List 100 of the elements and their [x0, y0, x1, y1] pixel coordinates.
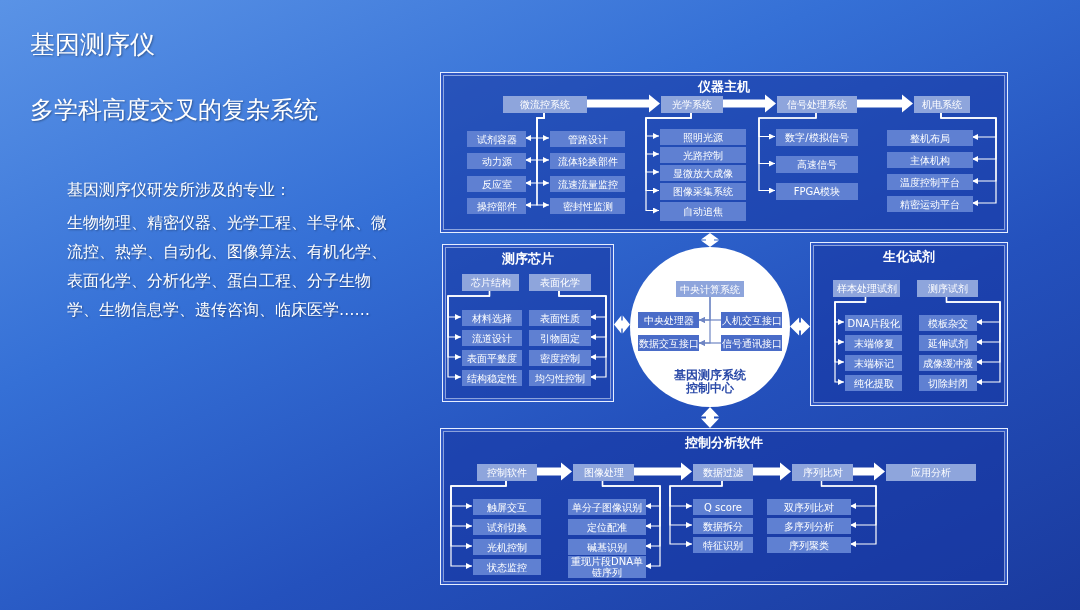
item-box: 显微放大成像 [660, 165, 746, 181]
item-box: DNA片段化 [845, 315, 902, 331]
block-arrow [856, 94, 913, 113]
arrow [669, 479, 723, 547]
item-box: 材料选择 [462, 310, 522, 326]
block-arrow [536, 462, 572, 481]
item-box: 状态监控 [473, 559, 541, 575]
module-box: 中央计算系统 [676, 281, 744, 297]
module-panel [810, 242, 1008, 406]
item-box: 照明光源 [660, 129, 746, 145]
module-box: 机电系统 [914, 96, 970, 113]
item-box: 结构稳定性 [462, 370, 522, 386]
module-box: 芯片结构 [462, 274, 519, 291]
arrow [558, 289, 607, 380]
item-box: 操控部件 [467, 198, 526, 214]
item-box: 碱基识别 [568, 539, 646, 555]
item-box: 多序列分析 [767, 518, 851, 534]
item-box: 延伸试剂 [919, 335, 977, 351]
item-box: 中央处理器 [638, 312, 699, 328]
panel-heading: 控制分析软件 [684, 434, 764, 452]
module-box: 应用分析 [886, 464, 976, 481]
module-box: 测序试剂 [917, 280, 978, 297]
block-arrow [701, 233, 719, 247]
item-box: 触屏交互 [473, 499, 541, 515]
block-arrow [633, 462, 692, 481]
module-panel [440, 428, 1008, 585]
item-box: 序列聚类 [767, 537, 851, 553]
module-box: 信号处理系统 [777, 96, 857, 113]
item-box: 光机控制 [473, 539, 541, 555]
item-box: 流体轮换部件 [550, 153, 625, 169]
block-arrow [790, 317, 810, 336]
block-arrow [722, 94, 776, 113]
arrow [698, 340, 722, 346]
item-box: 光路控制 [660, 147, 746, 163]
item-box: 密度控制 [529, 350, 591, 366]
item-box: 高速信号 [776, 156, 858, 173]
module-box: 控制软件 [477, 464, 537, 481]
item-box: 重现片段DNA单链序列 [568, 556, 646, 578]
discipline-list: 生物物理、精密仪器、光学工程、半导体、微流控、热学、自动化、图像算法、有机化学、表面化学、分析化学、蛋白工程、分子生物学、生物信息学、遗传咨询、临床医学…… [67, 209, 392, 325]
block-arrow [752, 462, 791, 481]
item-box: 表面平整度 [462, 350, 522, 366]
item-box: 末端修复 [845, 335, 902, 351]
item-box: 人机交互接口 [721, 312, 782, 328]
block-arrow [701, 407, 719, 428]
arrow [820, 479, 877, 547]
slide-subtitle: 多学科高度交叉的复杂系统 [30, 95, 318, 126]
item-box: Q score [693, 499, 753, 515]
intro-text: 基因测序仪研发所涉及的专业： [67, 180, 291, 201]
module-box: 表面化学 [529, 274, 591, 291]
arrow [450, 479, 507, 569]
item-box: 密封性监测 [550, 198, 625, 214]
circle-label: 基因测序系统控制中心 [673, 369, 747, 395]
panel-heading: 仪器主机 [696, 78, 751, 96]
item-box: 模板杂交 [919, 315, 977, 331]
arrow [698, 317, 722, 323]
item-box: 管路设计 [550, 131, 625, 147]
item-box: 试剂切换 [473, 519, 541, 535]
item-box: 动力源 [467, 153, 526, 169]
item-box: 精密运动平台 [887, 196, 973, 212]
panel-heading: 测序芯片 [501, 250, 555, 268]
module-box: 图像处理 [573, 464, 634, 481]
arrow [940, 111, 997, 206]
module-box: 微流控系统 [503, 96, 587, 113]
arrow [758, 111, 817, 194]
arrow [834, 295, 867, 385]
item-box: 引物固定 [529, 330, 591, 346]
module-box: 序列比对 [792, 464, 853, 481]
slide-title: 基因测序仪 [30, 29, 155, 61]
item-box: 信号通讯接口 [721, 335, 782, 351]
item-box: 均匀性控制 [529, 370, 591, 386]
item-box: 双序列比对 [767, 499, 851, 515]
item-box: 特征识别 [693, 537, 753, 553]
item-box: 自动追焦 [660, 202, 746, 221]
item-box: 切除封闭 [919, 375, 977, 391]
item-box: 整机布局 [887, 130, 973, 146]
item-box: 主体机构 [887, 152, 973, 168]
module-box: 数据过滤 [693, 464, 753, 481]
item-box: 数字/模拟信号 [776, 129, 858, 146]
item-box: 温度控制平台 [887, 174, 973, 190]
item-box: 末端标记 [845, 355, 902, 371]
item-box: 定位配准 [568, 519, 646, 535]
module-panel [442, 244, 614, 402]
panel-heading: 生化试剂 [882, 248, 936, 266]
item-box: 数据拆分 [693, 518, 753, 534]
item-box: 试剂容器 [467, 131, 526, 147]
module-panel [440, 72, 1008, 233]
arrow [945, 295, 1001, 385]
block-arrow [586, 94, 660, 113]
module-box: 样本处理试剂 [833, 280, 900, 297]
module-box: 光学系统 [661, 96, 723, 113]
item-box: 成像缓冲液 [919, 355, 977, 371]
block-arrow [614, 315, 630, 334]
item-box: 表面性质 [529, 310, 591, 326]
item-box: 流道设计 [462, 330, 522, 346]
item-box: 反应室 [467, 176, 526, 192]
item-box: 流速流量监控 [550, 176, 625, 192]
item-box: 图像采集系统 [660, 183, 746, 200]
block-arrow [852, 462, 885, 481]
item-box: 纯化提取 [845, 375, 902, 391]
item-box: 数据交互接口 [638, 335, 699, 351]
